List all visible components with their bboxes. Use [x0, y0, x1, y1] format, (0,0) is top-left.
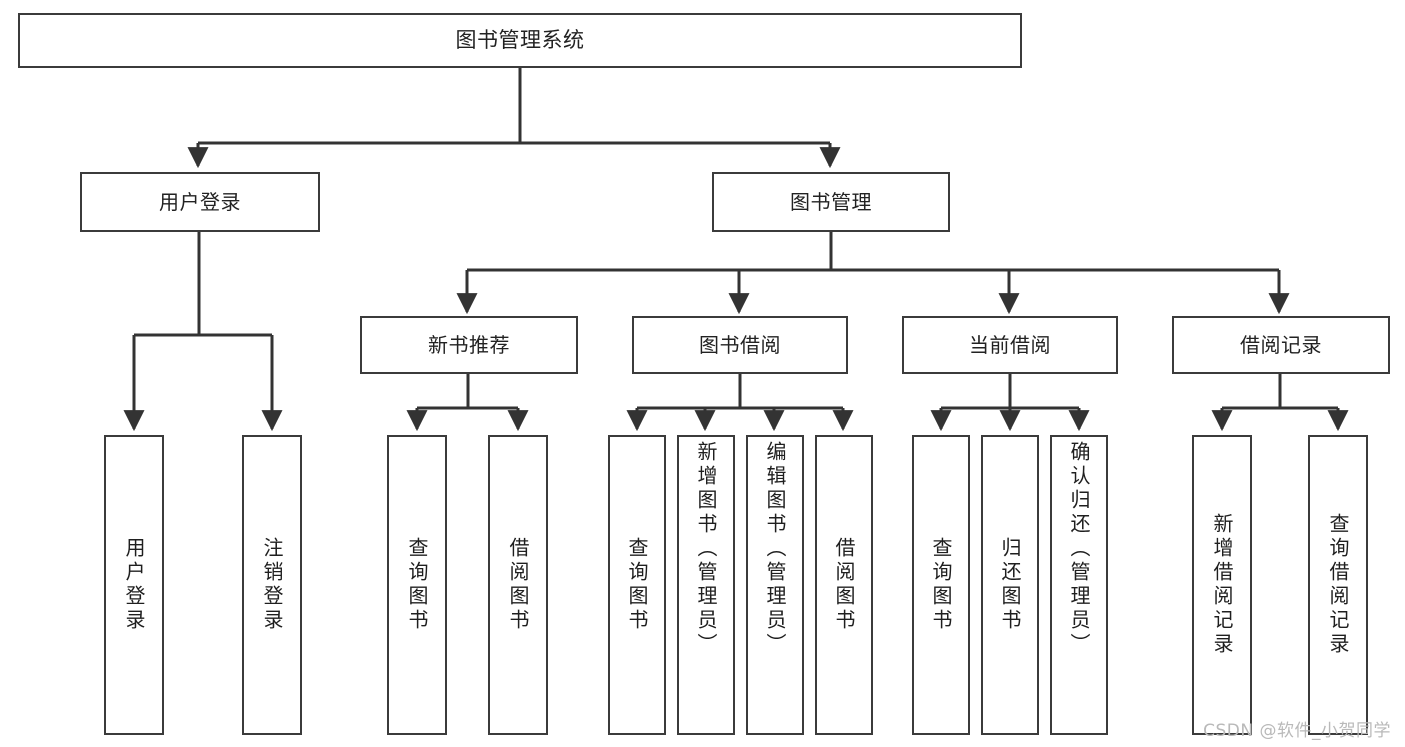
leaf-query-book-1[interactable]: 查询图书: [387, 435, 447, 735]
leaf-return-book-label: 归还图书: [998, 537, 1022, 633]
node-book-borrow[interactable]: 图书借阅: [632, 316, 848, 374]
node-user-login-label: 用户登录: [159, 189, 241, 214]
node-new-book-rec[interactable]: 新书推荐: [360, 316, 578, 374]
leaf-query-book-3[interactable]: 查询图书: [912, 435, 970, 735]
leaf-borrow-book-1-label: 借阅图书: [506, 537, 530, 633]
node-borrow-record-label: 借阅记录: [1240, 332, 1322, 357]
leaf-add-record-label: 新增借阅记录: [1210, 513, 1234, 657]
leaf-confirm-return-label: 确认归还（管理员）: [1067, 441, 1091, 657]
node-new-book-rec-label: 新书推荐: [428, 332, 510, 357]
node-borrow-record[interactable]: 借阅记录: [1172, 316, 1390, 374]
node-current-borrow-label: 当前借阅: [969, 332, 1051, 357]
node-book-manage-label: 图书管理: [790, 189, 872, 214]
watermark-text: CSDN @软件_小贺同学: [1203, 721, 1391, 741]
leaf-user-login-label: 用户登录: [122, 537, 146, 633]
leaf-query-book-2[interactable]: 查询图书: [608, 435, 666, 735]
leaf-borrow-book-2-label: 借阅图书: [832, 537, 856, 633]
leaf-user-login[interactable]: 用户登录: [104, 435, 164, 735]
leaf-add-record[interactable]: 新增借阅记录: [1192, 435, 1252, 735]
leaf-query-book-2-label: 查询图书: [625, 537, 649, 633]
leaf-query-book-1-label: 查询图书: [405, 537, 429, 633]
leaf-logout-label: 注销登录: [260, 537, 284, 633]
leaf-query-book-3-label: 查询图书: [929, 537, 953, 633]
leaf-query-record[interactable]: 查询借阅记录: [1308, 435, 1368, 735]
leaf-borrow-book-1[interactable]: 借阅图书: [488, 435, 548, 735]
node-book-borrow-label: 图书借阅: [699, 332, 781, 357]
leaf-confirm-return[interactable]: 确认归还（管理员）: [1050, 435, 1108, 735]
leaf-edit-book[interactable]: 编辑图书（管理员）: [746, 435, 804, 735]
leaf-edit-book-label: 编辑图书（管理员）: [763, 441, 787, 657]
node-user-login[interactable]: 用户登录: [80, 172, 320, 232]
node-current-borrow[interactable]: 当前借阅: [902, 316, 1118, 374]
node-root-label: 图书管理系统: [455, 28, 585, 53]
leaf-query-record-label: 查询借阅记录: [1326, 513, 1350, 657]
leaf-return-book[interactable]: 归还图书: [981, 435, 1039, 735]
node-book-manage[interactable]: 图书管理: [712, 172, 950, 232]
leaf-add-book-label: 新增图书（管理员）: [694, 441, 718, 657]
leaf-add-book[interactable]: 新增图书（管理员）: [677, 435, 735, 735]
node-root[interactable]: 图书管理系统: [18, 13, 1022, 68]
leaf-borrow-book-2[interactable]: 借阅图书: [815, 435, 873, 735]
leaf-logout[interactable]: 注销登录: [242, 435, 302, 735]
